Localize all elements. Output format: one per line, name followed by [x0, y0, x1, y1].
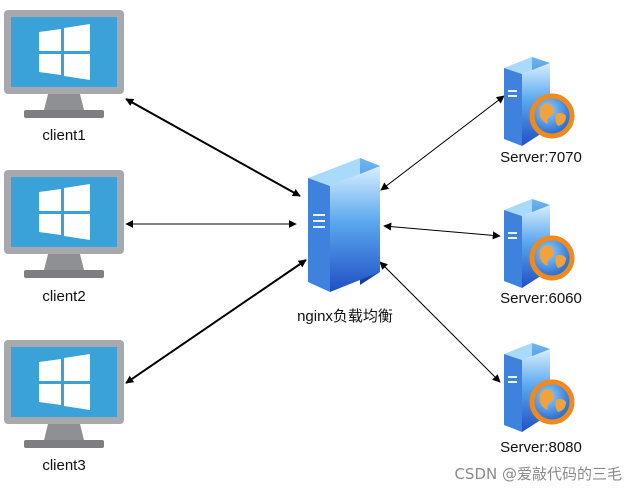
client2-node	[4, 170, 124, 278]
globe-icon	[529, 235, 575, 281]
link-nginx-server8080	[379, 261, 501, 383]
globe-icon	[529, 379, 575, 425]
client1-label: client1	[42, 127, 86, 144]
link-nginx-server7070	[380, 95, 505, 191]
windows-logo-icon	[39, 184, 90, 240]
link-nginx-server6060	[383, 222, 501, 240]
server7070-label: Server:7070	[500, 149, 582, 166]
link-client3-nginx	[125, 259, 307, 384]
monitor-icon	[4, 10, 124, 118]
link-client1-nginx	[125, 98, 301, 197]
server-icon	[308, 158, 380, 292]
watermark: CSDN @爱敲代码的三毛	[454, 465, 622, 483]
server6060-label: Server:6060	[500, 290, 582, 307]
nginx-node	[308, 158, 380, 292]
windows-logo-icon	[39, 24, 90, 80]
windows-logo-icon	[39, 354, 90, 410]
client1-node	[4, 10, 124, 118]
server8080-node	[504, 343, 575, 432]
globe-icon	[529, 93, 575, 139]
server7070-node	[504, 57, 575, 146]
client2-label: client2	[42, 288, 86, 305]
connectors	[125, 95, 505, 384]
client3-node	[4, 340, 124, 448]
nginx-label: nginx负载均衡	[297, 308, 393, 325]
client3-label: client3	[42, 457, 86, 474]
server6060-node	[504, 199, 575, 288]
server8080-label: Server:8080	[500, 439, 582, 456]
